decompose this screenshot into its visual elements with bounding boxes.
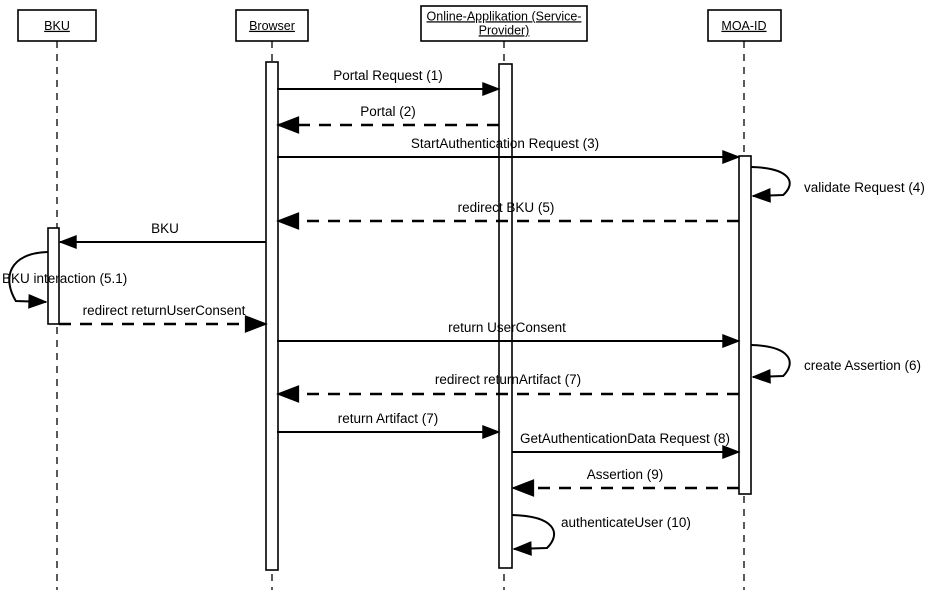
lifeline-label-browser: Browser bbox=[249, 19, 295, 33]
message-m13[interactable]: GetAuthenticationData Request (8) bbox=[512, 431, 741, 459]
activation-bar-moaid[interactable] bbox=[738, 155, 752, 495]
self-message-arrow-m7[interactable] bbox=[8, 251, 49, 309]
message-m14[interactable]: Assertion (9) bbox=[511, 467, 739, 497]
message-m15[interactable]: authenticateUser (10) bbox=[511, 514, 691, 556]
lifelines-layer: BKU Browser Online-Applikation (Service-Pr… bbox=[17, 5, 782, 590]
lifeline-label-oa-line1: Online-Applikation (Service- bbox=[427, 9, 582, 23]
message-label-m9: return UserConsent bbox=[448, 320, 566, 335]
message-label-m3: StartAuthentication Request (3) bbox=[411, 136, 599, 151]
self-message-arrow-m15[interactable] bbox=[511, 514, 556, 556]
message-label-m4: validate Request (4) bbox=[804, 180, 925, 195]
self-message-arrow-m4[interactable] bbox=[750, 166, 791, 203]
message-m2[interactable]: Portal (2) bbox=[276, 104, 499, 134]
message-label-m8: redirect returnUserConsent bbox=[83, 303, 246, 318]
message-label-m1: Portal Request (1) bbox=[333, 68, 443, 83]
message-m6[interactable]: BKU bbox=[58, 221, 266, 249]
message-label-m14: Assertion (9) bbox=[587, 467, 664, 482]
lifeline-label-oa-line2: Provider) bbox=[479, 23, 530, 37]
message-label-m6: BKU bbox=[151, 221, 179, 236]
lifeline-label-moaid: MOA-ID bbox=[721, 19, 766, 33]
message-m12[interactable]: return Artifact (7) bbox=[277, 411, 501, 439]
activation-bar-browser[interactable] bbox=[265, 61, 279, 571]
message-m8[interactable]: redirect returnUserConsent bbox=[59, 303, 268, 333]
message-label-m10: create Assertion (6) bbox=[804, 358, 921, 373]
message-m9[interactable]: return UserConsent bbox=[277, 320, 741, 348]
lifeline-oa[interactable]: Online-Applikation (Service-Provider) bbox=[420, 5, 588, 590]
messages-layer: Portal Request (1) Portal (2) StartAuthent… bbox=[2, 68, 925, 556]
message-label-m2: Portal (2) bbox=[360, 104, 416, 119]
lifeline-header-box-bku[interactable] bbox=[17, 9, 97, 42]
lifeline-moaid[interactable]: MOA-ID bbox=[707, 9, 782, 590]
message-m3[interactable]: StartAuthentication Request (3) bbox=[277, 136, 741, 164]
message-m10[interactable]: create Assertion (6) bbox=[750, 344, 921, 384]
message-label-m7: BKU interaction (5.1) bbox=[2, 271, 127, 286]
self-message-arrow-m10[interactable] bbox=[750, 344, 791, 384]
message-m4[interactable]: validate Request (4) bbox=[750, 166, 925, 203]
message-label-m15: authenticateUser (10) bbox=[561, 515, 691, 530]
lifeline-bku[interactable]: BKU bbox=[17, 9, 97, 590]
message-label-m5: redirect BKU (5) bbox=[458, 200, 555, 215]
activation-bar-oa[interactable] bbox=[498, 63, 513, 569]
message-label-m12: return Artifact (7) bbox=[338, 411, 439, 426]
message-label-m11: redirect returnArtifact (7) bbox=[435, 372, 581, 387]
activation-bar-bku[interactable] bbox=[47, 227, 60, 325]
message-m7[interactable]: BKU interaction (5.1) bbox=[2, 251, 127, 309]
message-m1[interactable]: Portal Request (1) bbox=[277, 68, 501, 96]
lifeline-browser[interactable]: Browser bbox=[235, 9, 309, 590]
message-m11[interactable]: redirect returnArtifact (7) bbox=[276, 372, 739, 403]
lifeline-label-bku: BKU bbox=[44, 19, 70, 33]
message-label-m13: GetAuthenticationData Request (8) bbox=[520, 431, 730, 446]
message-m5[interactable]: redirect BKU (5) bbox=[276, 200, 739, 230]
